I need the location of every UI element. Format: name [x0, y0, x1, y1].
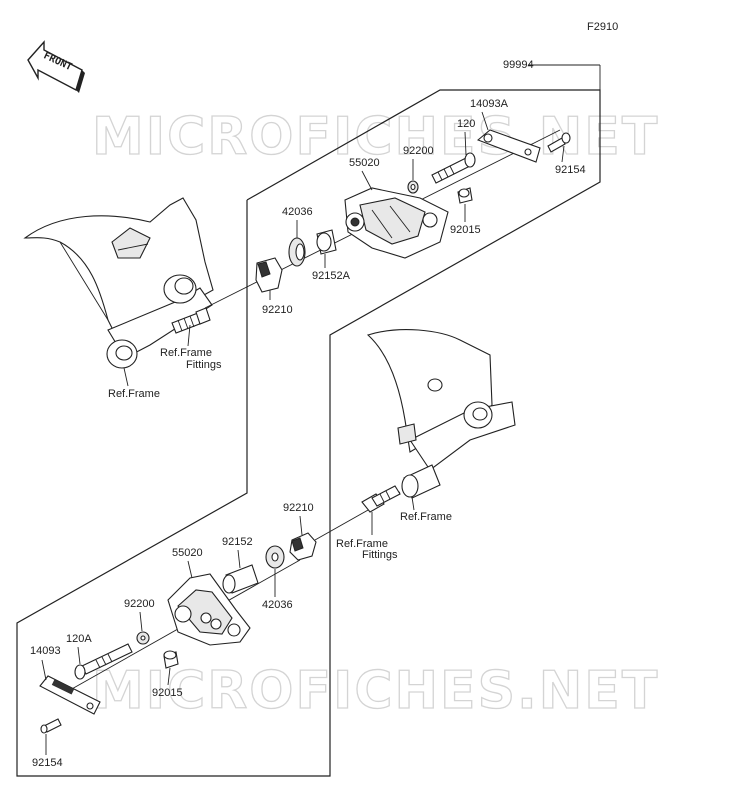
label-14093A: 14093A [470, 98, 509, 110]
frame-reference-top [23, 197, 214, 369]
label-120: 120 [457, 118, 475, 130]
label-92154-top: 92154 [555, 164, 586, 176]
bolt-92154-top [547, 132, 571, 153]
label-92152A: 92152A [312, 270, 351, 282]
collar-92015-bottom [163, 650, 179, 669]
label-92154-bottom: 92154 [32, 757, 63, 769]
figure-code: F2910 [587, 21, 618, 33]
label-ref-frame-fittings-top-2: Fittings [186, 359, 222, 371]
spacer-42036-top [288, 237, 306, 267]
nut-92210-top [255, 257, 283, 293]
frame-reference-bottom [366, 329, 516, 499]
label-42036-bottom: 42036 [262, 599, 293, 611]
label-92200-top: 92200 [403, 145, 434, 157]
label-92200-bottom: 92200 [124, 598, 155, 610]
bolt-120A [74, 643, 133, 680]
washer-92200-bottom [136, 631, 150, 645]
label-ref-frame-fittings-top-1: Ref.Frame [160, 347, 212, 359]
front-arrow-icon: FRONT [27, 40, 85, 93]
label-92210-bottom: 92210 [283, 502, 314, 514]
label-99994: 99994 [503, 59, 534, 71]
label-92152: 92152 [222, 536, 253, 548]
collar-92015-top [457, 187, 473, 204]
spacer-42036-bottom [265, 545, 285, 569]
frame-fittings-bolt-top [171, 307, 211, 334]
bolt-120 [431, 152, 476, 184]
label-42036-top: 42036 [282, 206, 313, 218]
label-55020-top: 55020 [349, 157, 380, 169]
collar-92152A [316, 229, 337, 255]
assembly-frame [16, 89, 601, 777]
label-14093: 14093 [30, 645, 61, 657]
label-92210-top: 92210 [262, 304, 293, 316]
bolt-92154-bottom [40, 718, 62, 734]
label-ref-frame-fittings-bottom-2: Fittings [362, 549, 398, 561]
label-92015-bottom: 92015 [152, 687, 183, 699]
slider-55020-top [344, 187, 449, 259]
label-ref-frame-fittings-bottom-1: Ref.Frame [336, 538, 388, 550]
label-ref-frame-bottom: Ref.Frame [400, 511, 452, 523]
label-55020-bottom: 55020 [172, 547, 203, 559]
bracket-14093 [39, 675, 101, 715]
collar-92152 [222, 564, 259, 594]
label-92015-top: 92015 [450, 224, 481, 236]
watermark-bottom: MICROFICHES.NET [92, 661, 659, 721]
bracket-14093A [476, 129, 541, 163]
nut-92210-bottom [289, 532, 317, 561]
slider-55020-bottom [167, 573, 251, 646]
label-ref-frame-top: Ref.Frame [108, 388, 160, 400]
frame-fittings-bolt-bottom [361, 485, 401, 513]
label-120A: 120A [66, 633, 92, 645]
washer-92200-top [407, 180, 419, 194]
